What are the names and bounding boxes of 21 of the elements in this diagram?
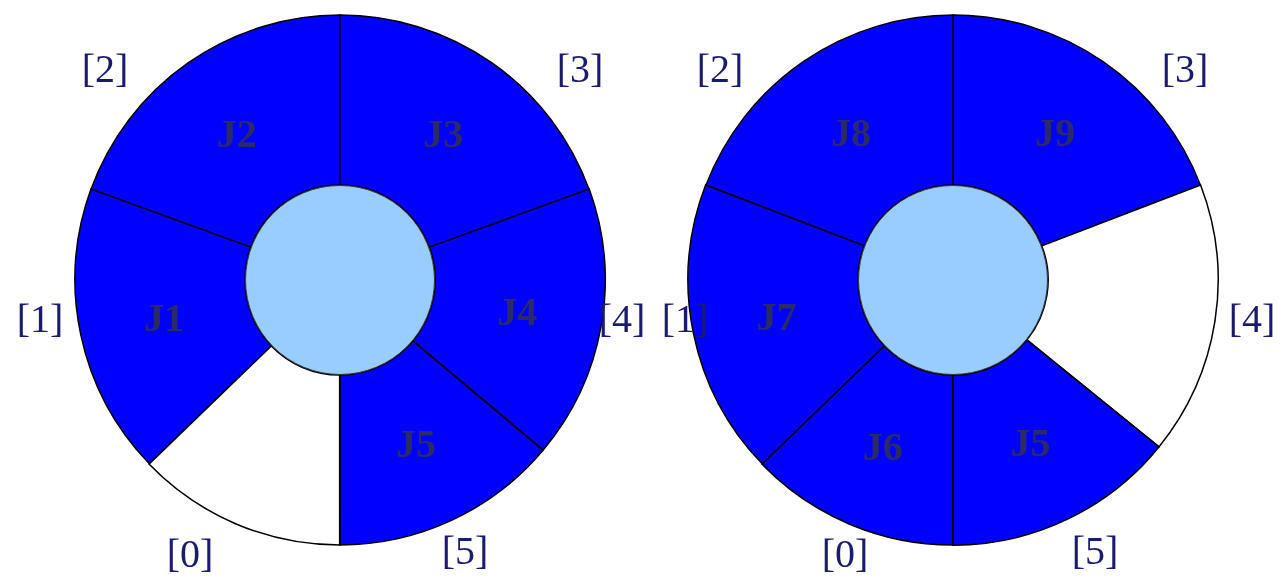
slot-index: [5] (441, 526, 489, 574)
slot-index: [0] (821, 529, 869, 577)
job-label: J8 (831, 108, 872, 156)
job-label: J9 (1034, 108, 1075, 156)
queue-slot (74, 188, 273, 466)
job-label: J5 (1010, 418, 1051, 466)
job-label: J5 (396, 419, 437, 467)
job-label: J3 (423, 109, 464, 157)
job-label: J4 (497, 287, 538, 335)
job-label: J1 (143, 293, 184, 341)
slot-index: [2] (696, 44, 744, 92)
job-label: J2 (216, 109, 257, 157)
slot-index: [4] (1228, 294, 1276, 342)
slot-index: [0] (166, 529, 214, 577)
slot-index: [5] (1071, 526, 1119, 574)
slot-index: [2] (81, 44, 129, 92)
slot-index: [3] (1161, 44, 1209, 92)
job-label: J7 (756, 292, 797, 340)
slot-index: [3] (556, 44, 604, 92)
job-label: J6 (862, 422, 903, 470)
slot-index: [1] (16, 294, 64, 342)
